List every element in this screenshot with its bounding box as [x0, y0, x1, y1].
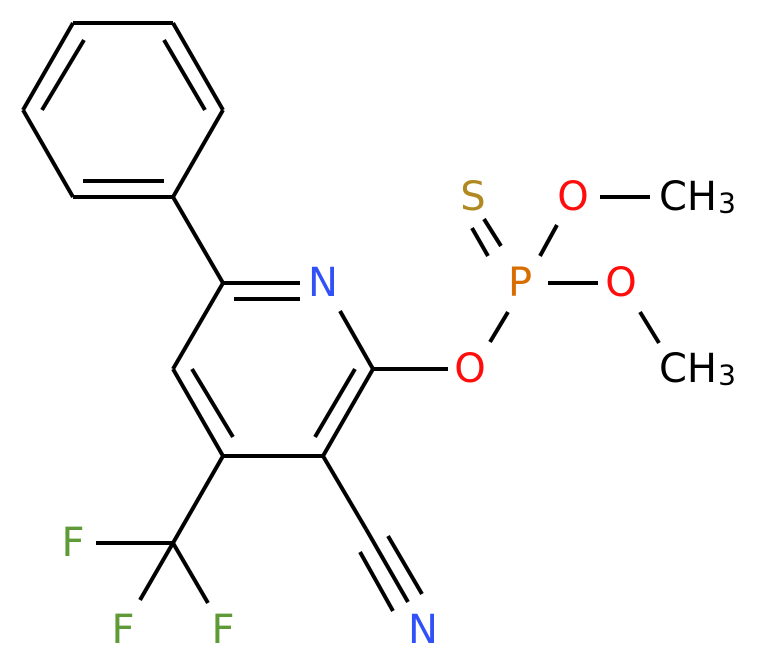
atom-ch3-top-subscript: 3 [718, 187, 736, 220]
c-cf3-bond [171, 455, 225, 544]
atom-p: P [508, 260, 532, 306]
atom-ch3-bottom: CH [659, 346, 717, 392]
p-s-double-bond-2 [470, 227, 490, 257]
atom-s: S [460, 174, 485, 220]
o-p-bond [488, 310, 510, 344]
atom-ch3-top: CH [659, 174, 717, 220]
atom-o-top: O [557, 174, 588, 220]
c-f-bottom-right-bond [171, 541, 210, 605]
methyl-top-label: CH 3 [659, 174, 736, 220]
p-o-top-bond [538, 224, 559, 257]
atom-ch3-bottom-subscript: 3 [718, 359, 736, 392]
methyl-bottom-label: CH 3 [659, 346, 736, 392]
c-f-bottom-left-bond [138, 541, 175, 602]
phenyl-ring [21, 21, 225, 199]
atom-n-nitrile: N [408, 607, 438, 653]
atom-f-left: F [61, 520, 84, 566]
p-s-double-bond [482, 217, 503, 248]
atom-f-bottom-right: F [211, 607, 234, 653]
c-cn-bond [321, 454, 368, 531]
nitrile-triple-bond [358, 528, 424, 612]
pyridine-ring [171, 281, 375, 458]
atom-f-bottom-left: F [111, 607, 134, 653]
biaryl-bond [171, 195, 225, 285]
o-ch3-bottom-bond [638, 310, 661, 345]
atom-o-right: O [605, 260, 636, 306]
atom-o-link: O [454, 346, 485, 392]
atom-n-pyridine: N [308, 260, 338, 306]
